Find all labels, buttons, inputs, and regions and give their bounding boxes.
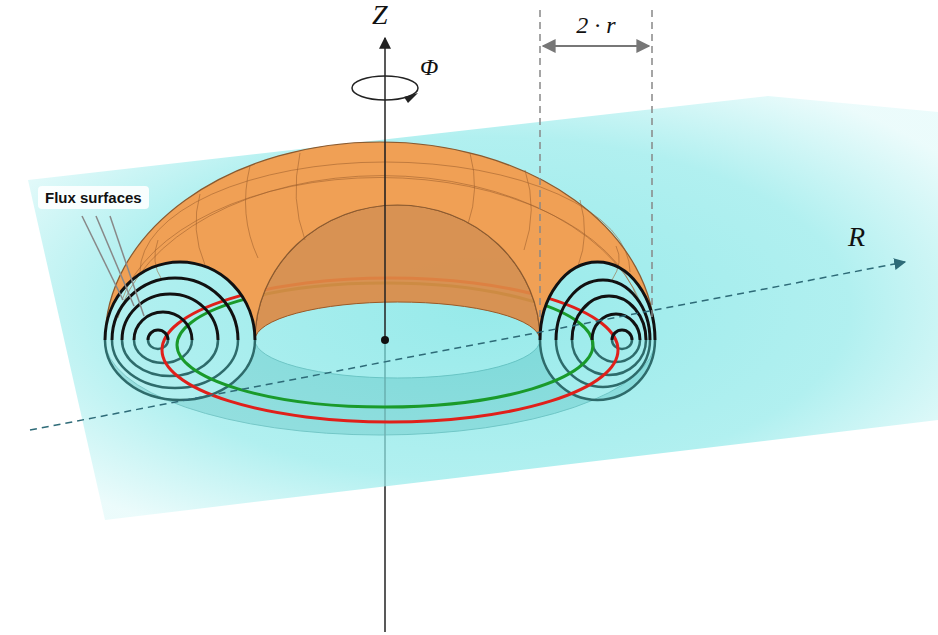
dimension	[543, 45, 649, 47]
torus-mesh	[118, 142, 646, 318]
torus-mesh	[468, 153, 475, 224]
flux-surface-lower	[540, 340, 655, 400]
flux-surface-upper	[112, 278, 238, 340]
dimension	[540, 10, 652, 320]
flux-surface-upper	[122, 294, 218, 340]
torus-mesh	[612, 246, 619, 280]
axis-label: R	[848, 222, 865, 253]
leader-line	[82, 216, 144, 316]
torus-mesh	[196, 194, 205, 265]
dimension	[651, 10, 653, 320]
flux-surface-upper	[612, 330, 632, 340]
leader-line	[82, 216, 123, 300]
torus-upper-half	[105, 142, 655, 340]
dimension-label: 2 · r	[576, 12, 615, 38]
flux-surface-upper	[148, 330, 168, 340]
flux-surface-upper	[540, 262, 655, 340]
torus-upper-half	[105, 142, 655, 340]
flux-surface-lower	[556, 340, 650, 387]
z-axis	[384, 38, 386, 340]
rotation-arrow	[404, 93, 418, 103]
flux-surface-lower	[112, 340, 238, 388]
origin-dot	[381, 336, 389, 344]
torus-mesh	[578, 200, 585, 266]
flux-surface-upper	[105, 262, 655, 340]
flux-surface-upper	[556, 280, 650, 340]
axis-label: Z	[372, 0, 388, 31]
r-axis	[30, 262, 905, 430]
equatorial-plane	[28, 96, 938, 520]
torus-mesh	[524, 170, 531, 250]
leader-line	[110, 216, 144, 316]
torus-mesh	[155, 240, 162, 280]
dimension	[539, 10, 541, 320]
torus-mesh	[246, 166, 259, 258]
torus-mesh	[296, 153, 305, 240]
label-box: Flux surfaces	[38, 186, 149, 209]
angle-label: Φ	[420, 54, 438, 80]
flux-surface-upper	[592, 314, 640, 340]
label-text: Flux surfaces	[45, 189, 142, 206]
flux-surface-upper	[105, 262, 255, 340]
flux-surface-upper	[134, 312, 192, 340]
flux-surface-lower	[105, 340, 655, 400]
torus-mesh	[118, 176, 646, 318]
flux-surface-upper	[572, 296, 646, 340]
